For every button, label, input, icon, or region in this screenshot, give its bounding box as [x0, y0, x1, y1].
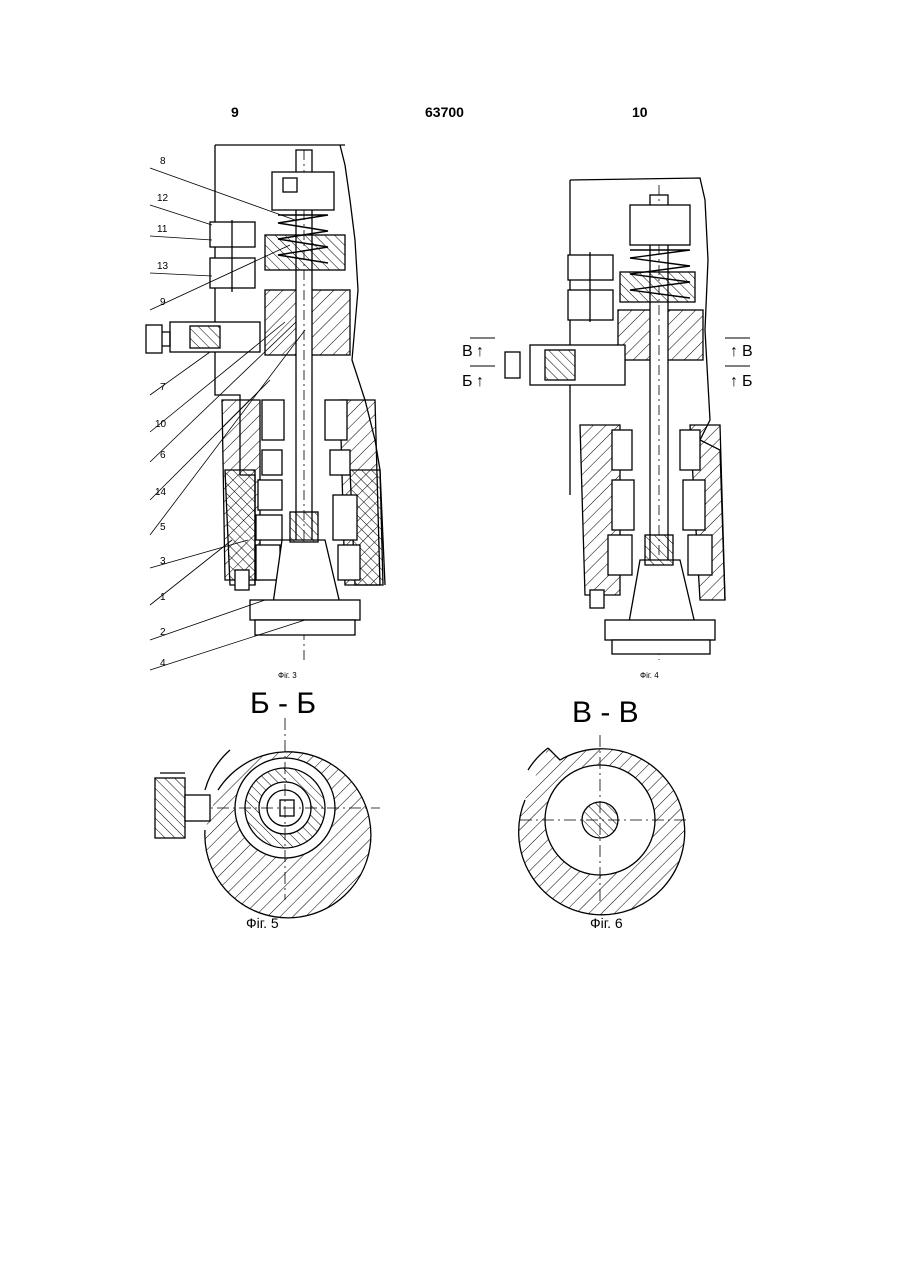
fig6-section-title: В - В — [572, 696, 639, 729]
fig6-drawing — [519, 735, 690, 915]
svg-text:↑: ↑ — [730, 373, 738, 390]
callout-1: 1 — [160, 592, 166, 603]
callout-13: 13 — [157, 261, 169, 272]
callout-2: 2 — [160, 627, 166, 638]
callout-10: 10 — [155, 419, 167, 430]
callout-5: 5 — [160, 522, 166, 533]
callout-3: 3 — [160, 556, 166, 567]
svg-text:↑: ↑ — [476, 343, 484, 360]
callout-14: 14 — [155, 487, 167, 498]
fig3-drawing — [146, 145, 385, 660]
fig5-drawing — [155, 718, 380, 918]
fig5-section-title: Б - Б — [250, 687, 316, 720]
section-mark-left-lower: Б — [462, 373, 473, 390]
svg-text:↑: ↑ — [730, 343, 738, 360]
fig6-caption: Фіг. 6 — [590, 915, 623, 931]
svg-text:↑: ↑ — [476, 373, 484, 390]
callout-11: 11 — [157, 224, 168, 235]
callout-4: 4 — [160, 658, 166, 669]
callout-9: 9 — [160, 297, 166, 308]
callout-12: 12 — [157, 193, 169, 204]
fig3-caption: Фіг. 3 — [278, 671, 297, 680]
section-mark-right-lower: Б — [742, 373, 753, 390]
callout-6: 6 — [160, 450, 166, 461]
callout-8: 8 — [160, 156, 166, 167]
callout-7: 7 — [160, 382, 166, 393]
section-mark-right-upper: В — [742, 343, 753, 360]
fig4-drawing — [505, 178, 725, 660]
fig5-caption: Фіг. 5 — [246, 915, 279, 931]
section-mark-left-upper: В — [462, 343, 473, 360]
fig4-caption: Фіг. 4 — [640, 671, 659, 680]
